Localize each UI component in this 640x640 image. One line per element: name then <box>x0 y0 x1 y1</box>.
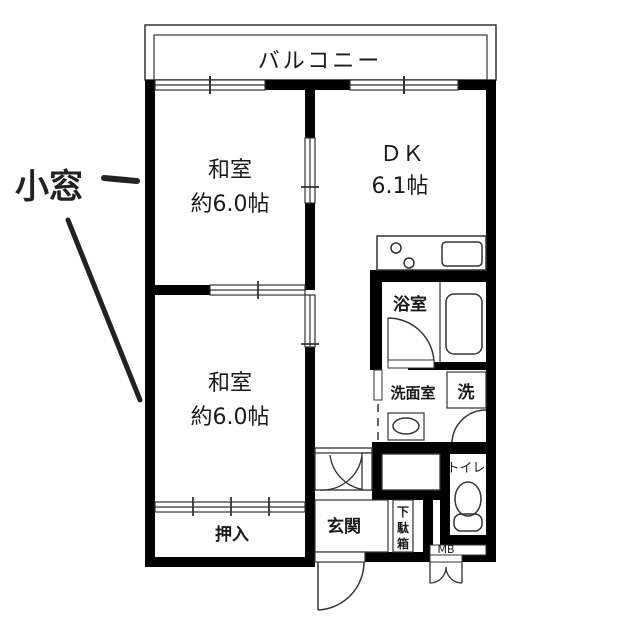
dk-size: 6.1帖 <box>372 174 429 199</box>
washroom: 洗面室 洗 <box>373 369 487 443</box>
washitsu-bottom-size: 約6.0帖 <box>191 405 270 430</box>
entrance: 玄関 下 駄 箱 <box>314 499 414 611</box>
meter-box-label: MB <box>437 543 454 556</box>
fusuma-middle <box>209 281 306 299</box>
entrance-label: 玄関 <box>327 516 361 537</box>
walls <box>145 80 496 567</box>
front-door-swing-icon <box>317 561 365 611</box>
closet-doors <box>154 497 306 516</box>
washbasin-icon <box>387 412 425 441</box>
annotation-label: 小窓 <box>15 167 83 207</box>
balcony-label: バルコニー <box>258 49 383 74</box>
window-top-left <box>154 76 266 94</box>
balcony: バルコニー <box>144 24 497 81</box>
shoe-box <box>392 499 414 553</box>
hallway-door <box>314 447 441 491</box>
annotation: 小窓 <box>15 167 143 403</box>
annotation-arrow-line-icon <box>65 217 143 403</box>
annotation-pointer-icon <box>101 175 140 184</box>
shoe-box-label-2: 駄 <box>397 520 410 535</box>
window-top-right <box>349 76 459 94</box>
closet-label: 押入 <box>215 524 249 545</box>
toilet-door-swing-icon <box>451 409 487 443</box>
sliding-door-bottom <box>301 294 319 348</box>
dk-name: ＤＫ <box>380 142 424 167</box>
washitsu-top-name: 和室 <box>208 158 252 183</box>
kitchen-counter <box>376 235 487 271</box>
bath-door-swing-icon <box>387 317 435 363</box>
shoe-box-label-1: 下 <box>397 505 409 519</box>
washer-label: 洗 <box>458 382 475 403</box>
toilet-bowl-icon <box>454 481 482 517</box>
washroom-label: 洗面室 <box>390 384 435 402</box>
sliding-door-top <box>301 137 319 204</box>
toilet-label: トイレ <box>446 461 485 476</box>
washitsu-bottom-name: 和室 <box>208 371 252 396</box>
bathroom: 浴室 <box>382 282 486 369</box>
bathroom-label: 浴室 <box>393 294 427 315</box>
meter-box: MB <box>429 543 487 584</box>
toilet: トイレ <box>446 461 486 532</box>
washitsu-top-size: 約6.0帖 <box>191 192 270 217</box>
shoe-box-label-3: 箱 <box>397 536 409 551</box>
